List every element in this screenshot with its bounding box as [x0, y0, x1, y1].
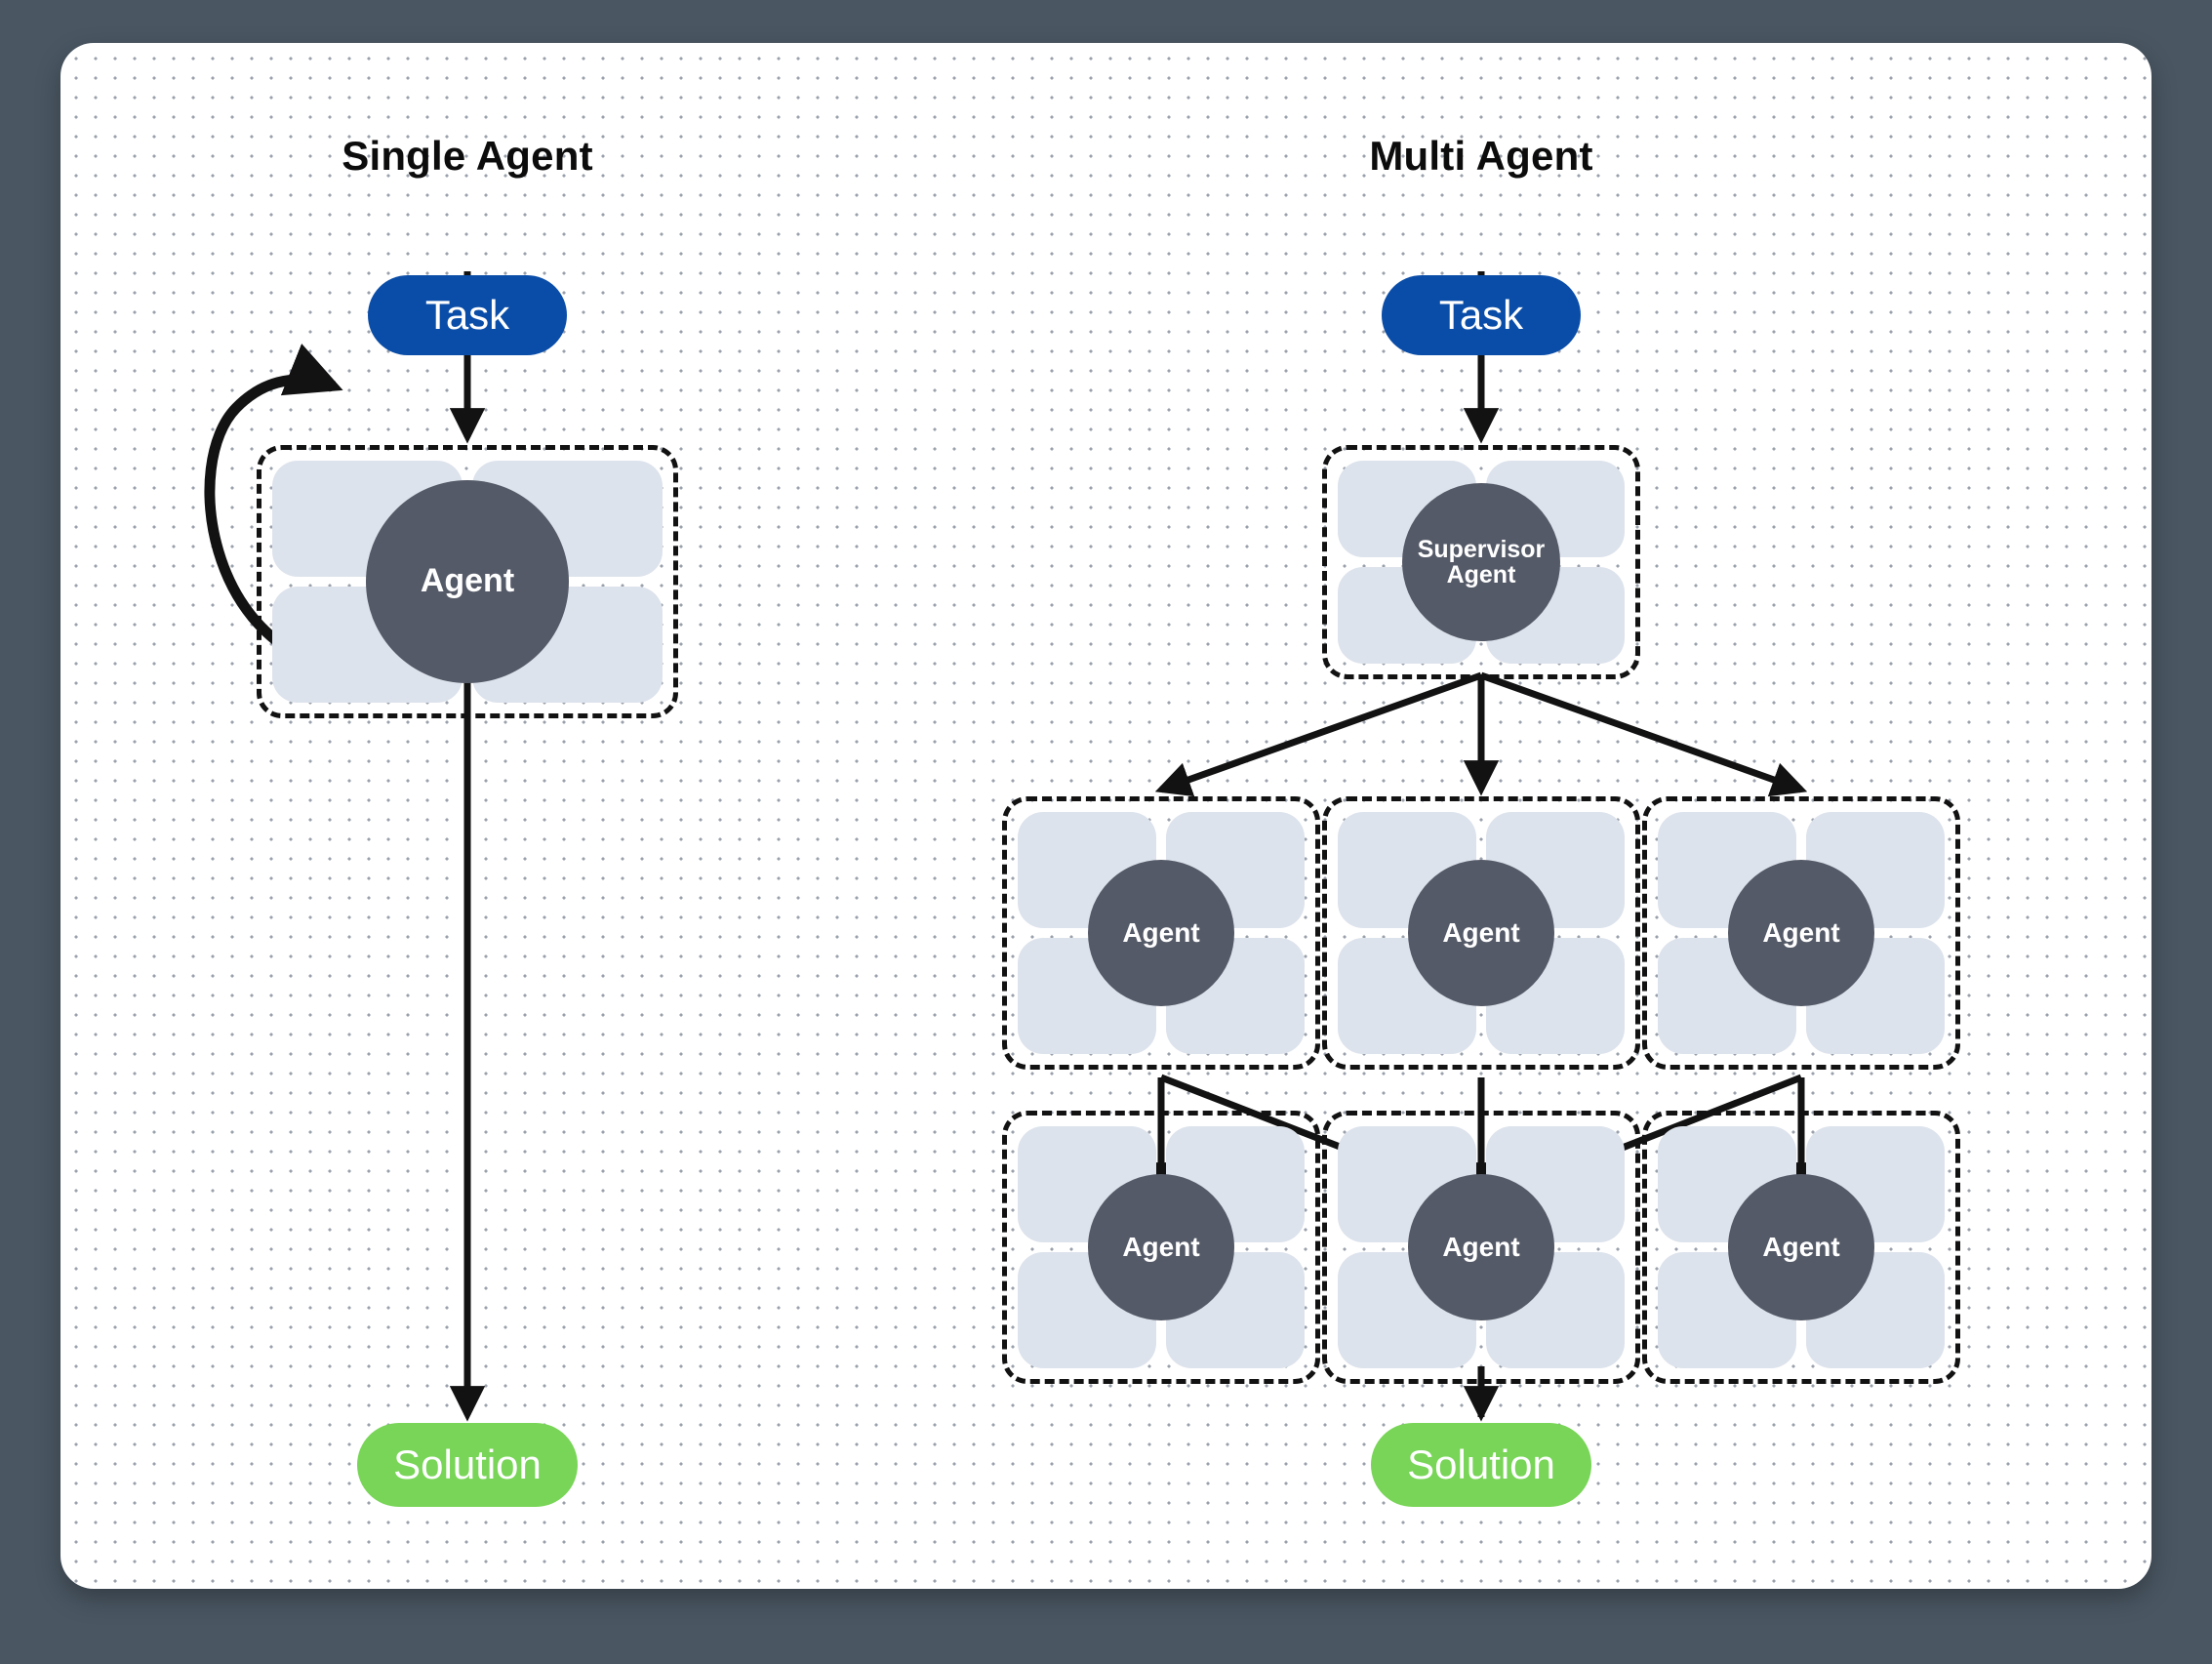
node-solution-single[interactable]: Solution: [357, 1423, 578, 1507]
node-task-single[interactable]: Task: [368, 275, 567, 355]
agent-core: Agent: [1408, 1174, 1554, 1320]
node-agent-row2-left[interactable]: Agent: [1002, 1111, 1320, 1384]
edge-supervisor-to-agent3: [1479, 671, 1808, 797]
agent-core-label: Agent: [1122, 1232, 1200, 1263]
node-solution-multi[interactable]: Solution: [1371, 1423, 1591, 1507]
agent-core: Agent: [1728, 860, 1874, 1006]
node-solution-multi-label: Solution: [1407, 1441, 1555, 1487]
node-agent-row1-center[interactable]: Agent: [1322, 796, 1640, 1070]
agent-core: Agent: [1088, 1174, 1234, 1320]
agent-core-label: Agent: [1122, 917, 1200, 949]
column-title-multi-agent: Multi Agent: [1369, 133, 1593, 179]
column-title-single-agent: Single Agent: [342, 133, 593, 179]
node-task-multi-label: Task: [1438, 292, 1524, 338]
supervisor-core: Supervisor Agent: [1402, 483, 1560, 641]
node-agent-single[interactable]: Agent: [257, 445, 678, 718]
node-agent-row1-left[interactable]: Agent: [1002, 796, 1320, 1070]
node-agent-row2-center[interactable]: Agent: [1322, 1111, 1640, 1384]
agent-core-single-label: Agent: [420, 562, 515, 600]
node-supervisor-agent[interactable]: Supervisor Agent: [1322, 445, 1640, 679]
agent-core: Agent: [1408, 860, 1554, 1006]
supervisor-core-label-line1: Supervisor: [1417, 535, 1546, 563]
agent-core: Agent: [1088, 860, 1234, 1006]
supervisor-core-label-line2: Agent: [1446, 561, 1516, 588]
node-solution-single-label: Solution: [393, 1441, 542, 1487]
agent-core-single: Agent: [366, 480, 569, 683]
node-agent-row2-right[interactable]: Agent: [1642, 1111, 1960, 1384]
edge-supervisor-to-agent1: [1154, 671, 1483, 797]
agent-core-label: Agent: [1442, 917, 1520, 949]
node-agent-row1-right[interactable]: Agent: [1642, 796, 1960, 1070]
agent-core-label: Agent: [1762, 1232, 1840, 1263]
agent-core-label: Agent: [1442, 1232, 1520, 1263]
diagram-canvas: Single Agent Multi Agent Task Agent Solu…: [60, 43, 2152, 1589]
agent-core-label: Agent: [1762, 917, 1840, 949]
node-task-multi[interactable]: Task: [1382, 275, 1581, 355]
agent-core: Agent: [1728, 1174, 1874, 1320]
node-task-single-label: Task: [424, 292, 510, 338]
